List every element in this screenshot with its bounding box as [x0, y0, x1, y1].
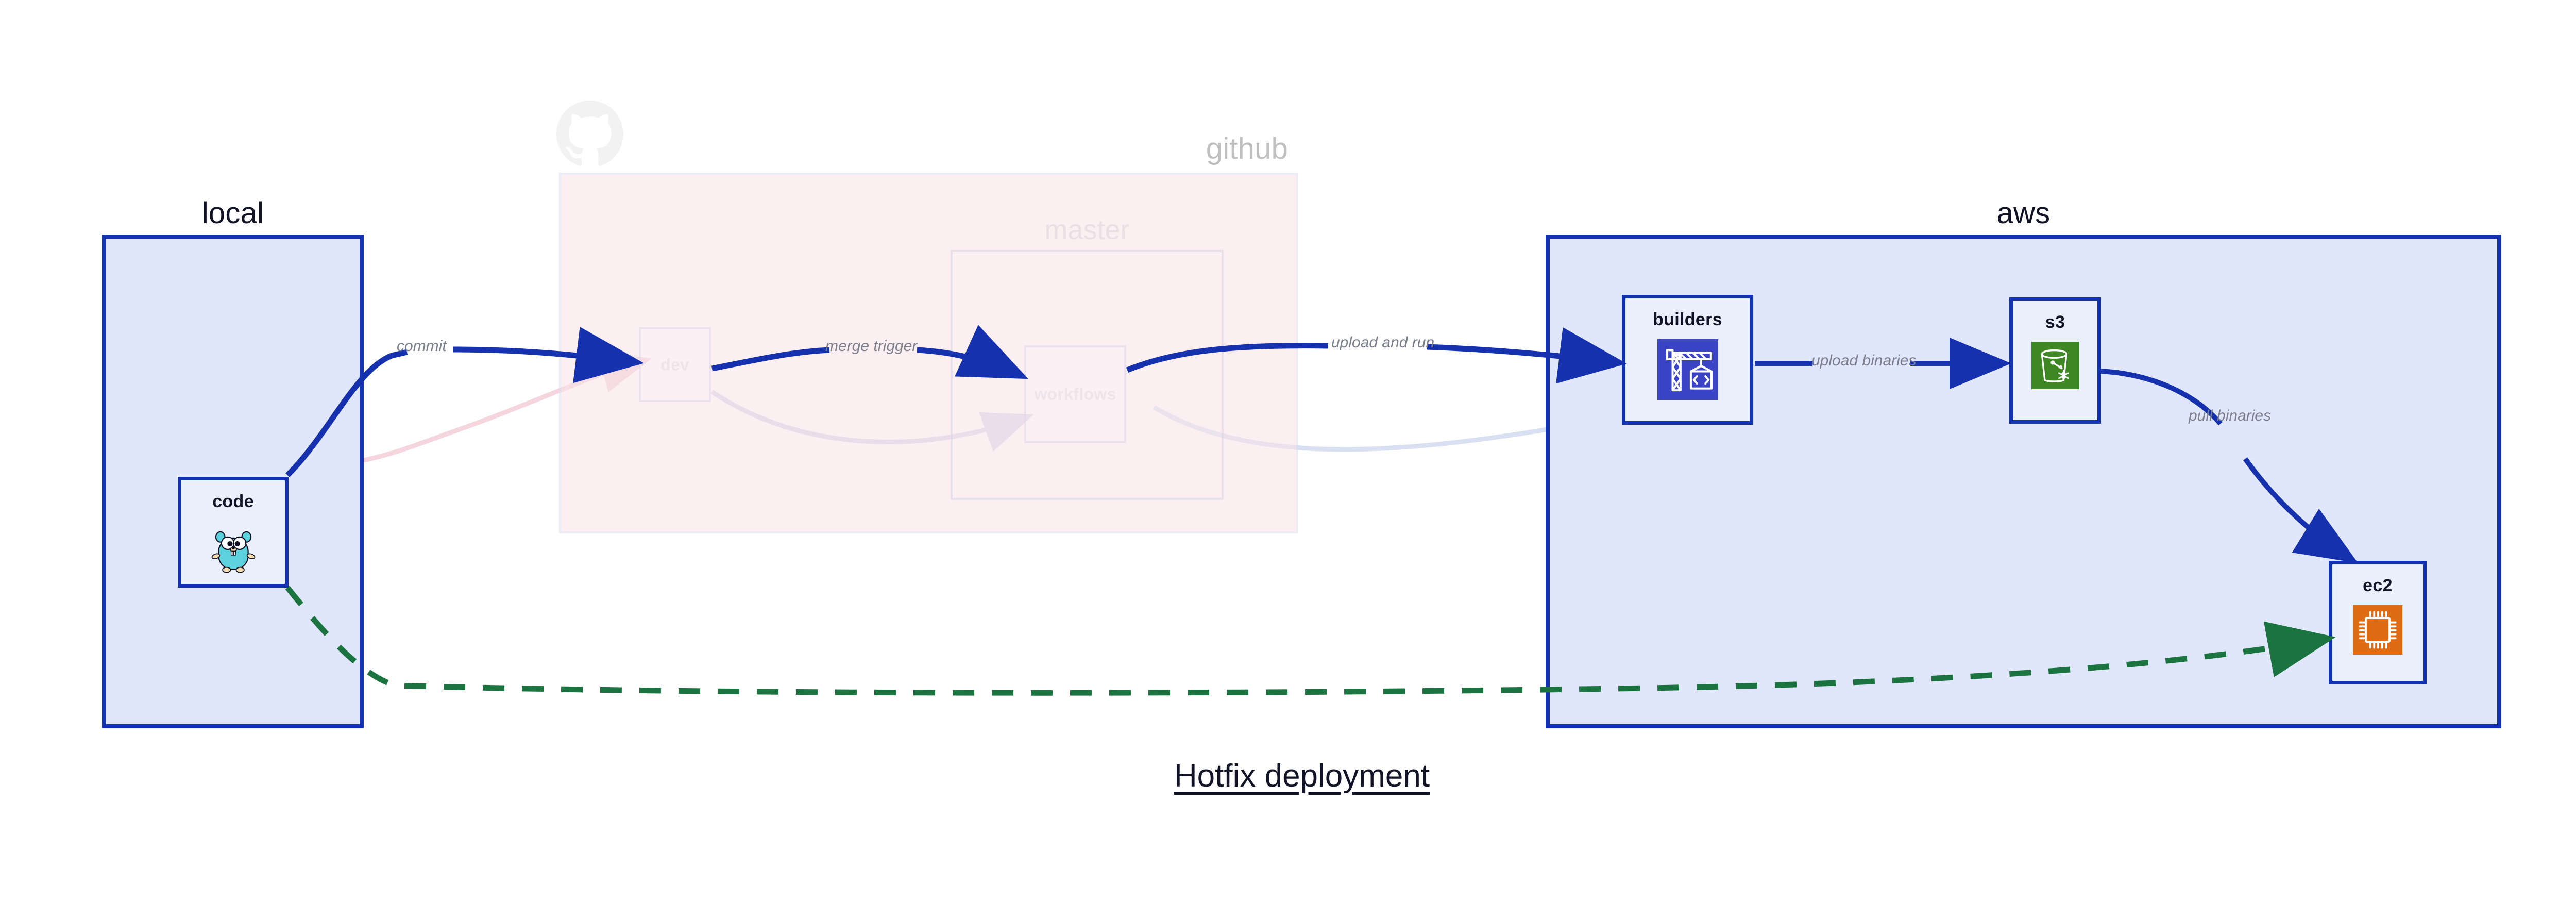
- diagram-caption: Hotfix deployment: [1174, 758, 1430, 794]
- edge-label-merge-trigger: merge trigger: [825, 338, 918, 355]
- node-builders[interactable]: builders: [1622, 295, 1753, 425]
- edge-label-upload-binaries: upload binaries: [1811, 352, 1917, 369]
- node-dev-label: dev: [660, 355, 690, 374]
- edge-label-commit: commit: [397, 338, 447, 355]
- crane-code-icon: [1657, 339, 1718, 400]
- github-octocat-icon: [556, 101, 623, 170]
- group-aws-label: aws: [1996, 196, 2050, 230]
- node-s3[interactable]: s3: [2009, 297, 2101, 424]
- node-s3-label: s3: [2045, 312, 2065, 332]
- node-workflows[interactable]: workflows: [1024, 345, 1126, 443]
- group-local-label: local: [201, 196, 264, 230]
- group-github-label: github: [1206, 132, 1288, 165]
- node-ec2[interactable]: ec2: [2329, 561, 2427, 684]
- edge-label-pull-binaries: pull binaries: [2189, 407, 2272, 424]
- go-gopher-icon: [205, 521, 262, 578]
- subframe-master-label: master: [1044, 214, 1130, 245]
- cpu-chip-icon: [2353, 605, 2402, 655]
- node-code[interactable]: code: [178, 477, 289, 588]
- s3-bucket-icon: [2031, 342, 2079, 389]
- node-ec2-label: ec2: [2363, 576, 2393, 595]
- node-workflows-label: workflows: [1034, 385, 1116, 404]
- edge-label-upload-and-run: upload and run: [1331, 334, 1435, 351]
- node-dev[interactable]: dev: [639, 327, 711, 402]
- node-code-label: code: [212, 492, 254, 511]
- node-builders-label: builders: [1653, 310, 1722, 329]
